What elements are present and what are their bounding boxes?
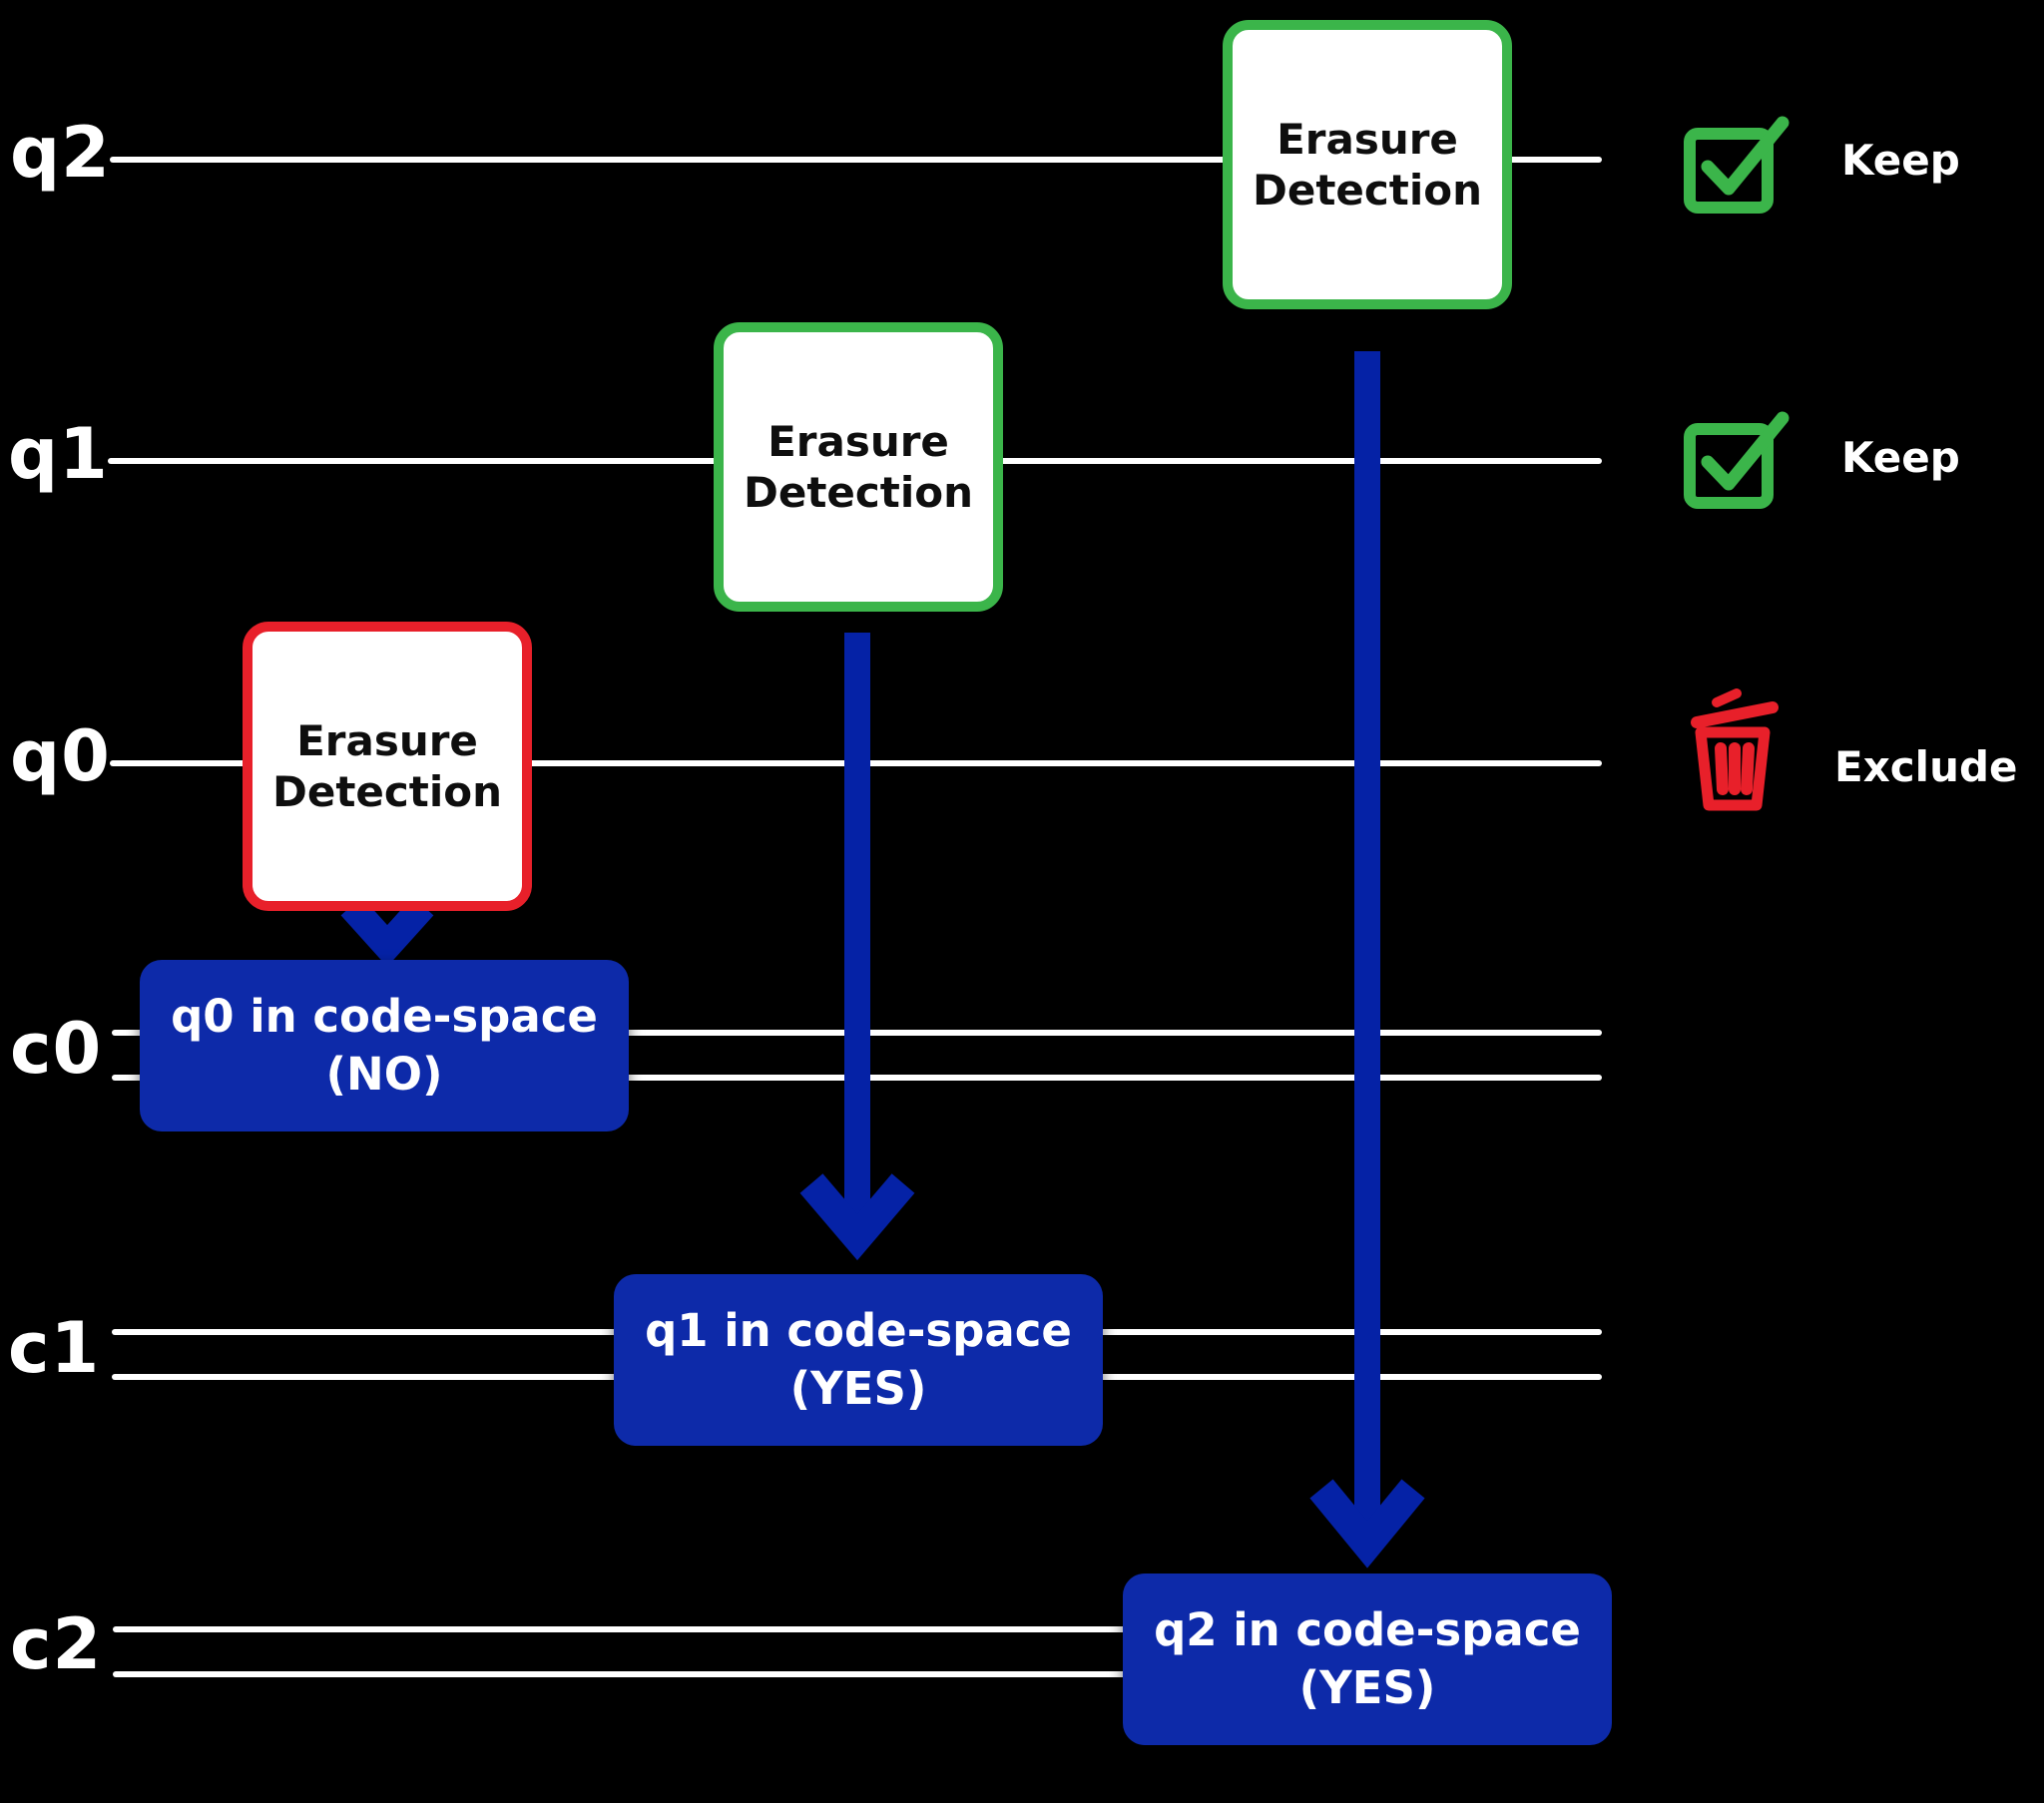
gate-label-line2: Detection: [1252, 166, 1483, 215]
q2-wire-line: [110, 157, 1602, 163]
checkbox-checked-icon: [1684, 116, 1789, 214]
checkbox-checked-icon: [1684, 411, 1789, 509]
result-box-c0: q0 in code-space (NO): [140, 960, 629, 1131]
result-text-line2: (YES): [1298, 1661, 1436, 1714]
gate-label-line1: Erasure: [296, 715, 478, 765]
gate-label-line1: Erasure: [767, 416, 949, 466]
gate-label-line2: Detection: [271, 767, 503, 816]
erasure-detection-gate-q0: Erasure Detection: [243, 622, 532, 911]
q0-wire-label: q0: [10, 715, 111, 797]
result-text-line1: q2 in code-space: [1154, 1603, 1581, 1657]
keep-label-q1: Keep: [1841, 433, 1960, 482]
result-text-line2: (YES): [789, 1362, 927, 1415]
result-box-c2: q2 in code-space (YES): [1123, 1574, 1612, 1745]
trash-icon: [1691, 688, 1779, 811]
c2-wire-line-top: [113, 1626, 1602, 1632]
gate-label-line1: Erasure: [1277, 114, 1458, 164]
c2-wire-line-bottom: [113, 1671, 1602, 1677]
c2-wire-label: c2: [10, 1603, 103, 1685]
keep-label-q2: Keep: [1841, 136, 1960, 185]
exclude-label-q0: Exclude: [1834, 742, 2018, 791]
result-text-line2: (NO): [325, 1048, 443, 1101]
q1-wire-label: q1: [8, 413, 109, 495]
erasure-detection-gate-q1: Erasure Detection: [714, 322, 1003, 612]
result-text-line1: q1 in code-space: [645, 1304, 1072, 1358]
erasure-detection-gate-q2: Erasure Detection: [1223, 20, 1512, 309]
result-text-line1: q0 in code-space: [171, 990, 598, 1044]
q2-wire-label: q2: [10, 112, 111, 194]
q0-measurement-arrow: [340, 896, 434, 967]
q2-measurement-arrow: [1309, 351, 1425, 1569]
c0-wire-label: c0: [10, 1008, 103, 1090]
gate-label-line2: Detection: [743, 468, 974, 517]
result-box-c1: q1 in code-space (YES): [614, 1274, 1103, 1446]
q1-measurement-arrow: [799, 633, 915, 1261]
c1-wire-label: c1: [8, 1307, 101, 1389]
